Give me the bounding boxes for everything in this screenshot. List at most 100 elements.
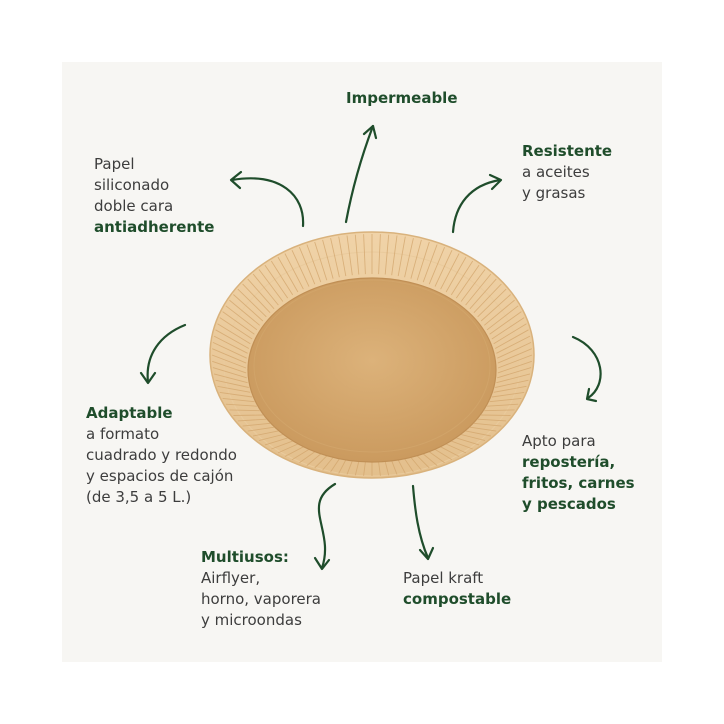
- paper-liner-image: [209, 231, 535, 479]
- liner-pleat: [491, 317, 525, 340]
- liner-pleat: [422, 244, 438, 283]
- liner-pleat: [264, 264, 289, 299]
- apto-line-1: Apto para: [522, 432, 596, 450]
- liner-pleat: [211, 354, 247, 369]
- liner-pleat: [460, 434, 486, 442]
- liner-pleat: [486, 305, 519, 331]
- liner-pleat: [465, 430, 491, 437]
- liner-pleat: [465, 273, 492, 306]
- adaptable-line-1: a formato: [86, 425, 160, 443]
- kraft-line-1: Papel kraft: [403, 569, 484, 587]
- liner-pleat: [213, 335, 248, 354]
- curved-arrow-icon: [411, 484, 435, 561]
- liner-pleat: [473, 422, 502, 427]
- liner-pleat: [497, 348, 532, 364]
- liner-pleat: [397, 459, 406, 474]
- liner-pleat: [237, 418, 267, 422]
- liner-pleat: [225, 305, 258, 331]
- liner-pleat: [460, 269, 486, 302]
- liner-pleat: [473, 283, 502, 314]
- feature-apto: Apto para repostería, fritos, carnes y p…: [522, 431, 635, 515]
- resistente-heading: Resistente: [522, 142, 613, 160]
- liner-pleat: [253, 430, 279, 437]
- liner-pleat: [247, 426, 275, 432]
- liner-pleat: [322, 239, 334, 279]
- liner-pleat: [242, 283, 271, 314]
- liner-pleat: [242, 422, 271, 427]
- liner-pleat: [484, 299, 515, 326]
- liner-pleat: [212, 367, 247, 379]
- liner-pleat: [299, 451, 316, 464]
- liner-pleat: [264, 437, 288, 446]
- curved-arrow-icon: [344, 124, 378, 224]
- liner-pleat: [291, 449, 310, 461]
- liner-pleat: [404, 458, 414, 473]
- liner-pleat: [247, 278, 275, 310]
- liner-pleat: [489, 311, 522, 335]
- liner-pleat: [212, 348, 247, 364]
- apto-highlight-2: fritos, carnes: [522, 474, 635, 492]
- adaptable-line-2: cuadrado y redondo: [86, 446, 237, 464]
- liner-pleat: [493, 385, 527, 393]
- liner-pleat: [445, 256, 467, 293]
- adaptable-line-4: (de 3,5 a 5 L.): [86, 488, 192, 506]
- adaptable-heading: Adaptable: [86, 404, 173, 422]
- liner-pleat: [416, 455, 430, 469]
- liner-pleat: [497, 360, 532, 374]
- liner-pleat: [330, 238, 340, 278]
- curved-arrow-icon: [139, 323, 187, 385]
- liner-pleat: [481, 414, 511, 416]
- liner-pleat: [496, 373, 531, 384]
- liner-pleat: [322, 457, 334, 471]
- liner-pleat: [455, 264, 480, 299]
- liner-pleat: [422, 453, 438, 466]
- adaptable-line-3: y espacios de cajón: [86, 467, 234, 485]
- liner-pleat: [384, 234, 390, 275]
- curved-arrow-icon: [313, 482, 337, 571]
- liner-pleat: [493, 323, 527, 345]
- liner-pleat: [456, 437, 480, 446]
- liner-pleat: [225, 403, 257, 407]
- liner-pleat: [428, 247, 446, 285]
- liner-pleat: [233, 294, 264, 322]
- liner-pleat: [497, 367, 532, 379]
- liner-pleat: [258, 269, 284, 302]
- liner-pleat: [410, 457, 422, 471]
- liner-pleat: [222, 397, 255, 403]
- resistente-line-1: a aceites: [522, 163, 590, 181]
- liner-pleat: [495, 379, 529, 388]
- liner-pleat: [363, 234, 366, 275]
- siliconado-line-2: siliconado: [94, 176, 170, 194]
- liner-pleat: [451, 440, 473, 450]
- feature-kraft: Papel kraft compostable: [403, 568, 511, 610]
- feature-adaptable: Adaptable a formato cuadrado y redondo y…: [86, 403, 237, 508]
- liner-pleat: [384, 461, 390, 476]
- curved-arrow-icon: [451, 173, 503, 234]
- liner-pleat: [217, 323, 251, 345]
- liner-pleat: [497, 354, 533, 369]
- liner-pleat: [338, 459, 347, 474]
- liner-pleat: [416, 241, 430, 281]
- liner-pleat: [284, 446, 304, 457]
- liner-pleat: [378, 234, 381, 275]
- liner-pleat: [291, 250, 310, 287]
- liner-pleat: [233, 414, 263, 416]
- curved-arrow-icon: [571, 335, 602, 403]
- liner-pleat: [477, 418, 507, 422]
- liner-pleat: [489, 397, 522, 403]
- multiusos-line-2: horno, vaporera: [201, 590, 321, 608]
- feature-resistente: Resistente a aceites y grasas: [522, 141, 612, 204]
- liner-pleat: [271, 440, 293, 450]
- resistente-line-2: y grasas: [522, 184, 586, 202]
- liner-pleat: [410, 239, 422, 279]
- liner-pleat: [391, 235, 398, 276]
- liner-pleat: [277, 256, 299, 293]
- liner-pleat: [212, 360, 247, 374]
- liner-pleat: [354, 234, 360, 275]
- liner-pleat: [252, 273, 279, 306]
- liner-pleat: [277, 443, 299, 454]
- liner-pleat: [378, 461, 381, 476]
- liner-pleat: [217, 385, 251, 393]
- liner-pleat: [237, 288, 267, 318]
